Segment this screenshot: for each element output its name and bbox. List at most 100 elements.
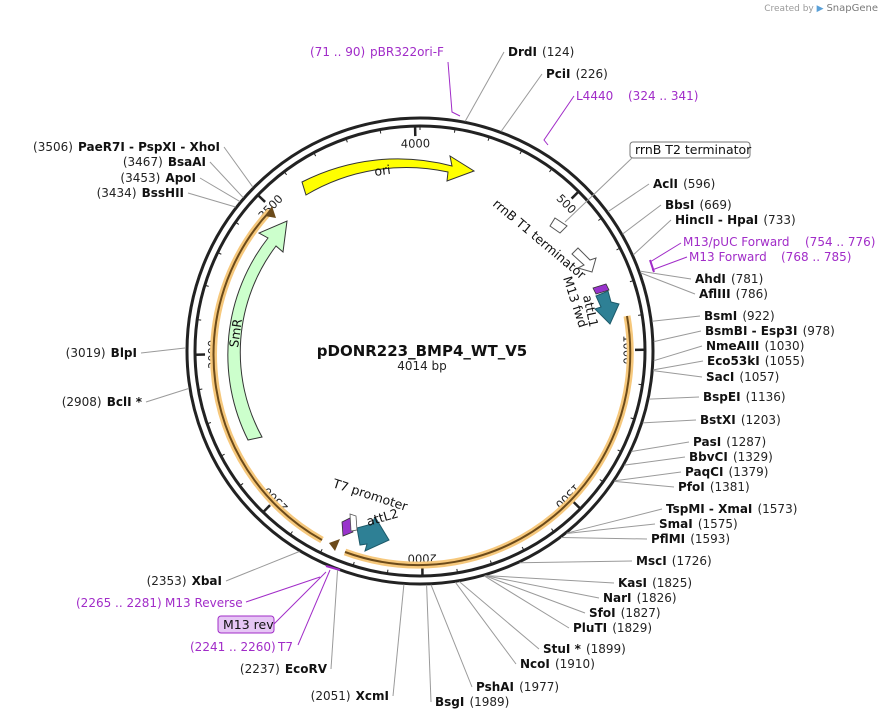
- restriction-site[interactable]: BspEI (1136): [648, 386, 786, 405]
- restriction-site[interactable]: (2051) XcmI: [311, 584, 405, 704]
- primer-pos: (71 .. 90): [310, 45, 365, 59]
- tick-major: [257, 194, 266, 203]
- site-name: MscI: [636, 554, 667, 568]
- restriction-site[interactable]: PshAI (1977): [430, 584, 559, 695]
- site-name: HincII - HpaI: [675, 213, 758, 227]
- primer-pos: (324 .. 341): [628, 89, 698, 103]
- restriction-site[interactable]: (2908) BclI *: [62, 387, 190, 410]
- tick-minor: [638, 383, 643, 386]
- primer-m13-reverse[interactable]: (2265 .. 2281) M13 Reverse: [76, 576, 321, 610]
- site-label: (3019) BlpI: [66, 342, 137, 361]
- site-label: StuI * (1899): [543, 638, 626, 657]
- site-name: BsmBI - Esp3I: [705, 324, 797, 338]
- site-position: (2051): [311, 689, 351, 703]
- tick-minor: [235, 221, 240, 225]
- tick-major: [262, 504, 271, 514]
- restriction-site[interactable]: NmeAIII (1030): [653, 335, 805, 362]
- insert-arc-left-core: [212, 210, 323, 541]
- restriction-site[interactable]: SmaI (1575): [566, 513, 738, 535]
- site-label: KasI (1825): [618, 572, 692, 591]
- tick-minor: [204, 284, 209, 287]
- site-label: PciI (226): [546, 63, 608, 82]
- restriction-site[interactable]: (2353) XbaI: [147, 551, 300, 589]
- restriction-site[interactable]: AflIII (786): [640, 272, 768, 302]
- site-position: (3467): [123, 155, 163, 169]
- restriction-site[interactable]: DrdI (124): [464, 41, 574, 122]
- restriction-site[interactable]: PciI (226): [500, 63, 608, 132]
- restriction-site[interactable]: (3506) PaeR7I - PspXI - XhoI: [33, 136, 254, 188]
- tick-minor: [386, 569, 389, 574]
- restriction-site[interactable]: NarI (1826): [485, 575, 677, 606]
- site-position: (2353): [147, 574, 187, 588]
- site-label: (2908) BclI *: [62, 391, 143, 410]
- m13-fwd-feature: [592, 283, 610, 295]
- site-label: BbsI (669): [665, 194, 732, 213]
- restriction-site[interactable]: Eco53kI (1055): [653, 350, 805, 371]
- restriction-site[interactable]: BsmI (922): [652, 305, 775, 324]
- primer-t7[interactable]: (2241 .. 2260) T7: [190, 569, 331, 654]
- site-leader: [223, 146, 254, 188]
- site-name: TspMI - XmaI: [666, 502, 752, 516]
- primer-mark-bottom: [325, 565, 341, 571]
- restriction-site[interactable]: BbvCI (1329): [624, 446, 773, 466]
- site-leader: [426, 584, 432, 703]
- site-leader: [500, 73, 543, 132]
- tick-minor: [352, 561, 355, 566]
- restriction-site[interactable]: PasI (1287): [631, 431, 766, 452]
- restriction-site[interactable]: (3019) BlpI: [66, 342, 187, 361]
- site-leader: [145, 387, 190, 403]
- restriction-site[interactable]: SfoI (1827): [484, 575, 661, 621]
- restriction-site[interactable]: BstXI (1203): [642, 409, 781, 428]
- site-label: (3453) ApoI: [120, 167, 196, 186]
- site-name: BspEI: [703, 390, 741, 404]
- primer-m13-puc-forward[interactable]: M13/pUC Forward (754 .. 776): [683, 235, 875, 249]
- insert-arc-right-core: [344, 315, 632, 567]
- tick-minor: [638, 314, 643, 316]
- restriction-site[interactable]: BsgI (1989): [426, 584, 510, 710]
- restriction-site[interactable]: StuI * (1899): [459, 581, 626, 657]
- restriction-site[interactable]: (2237) EcoRV: [240, 569, 339, 677]
- tick-minor: [598, 217, 602, 221]
- rrnb-t2-leader: [564, 157, 633, 223]
- site-position: (1575): [698, 517, 738, 531]
- restriction-site[interactable]: PfoI (1381): [614, 476, 750, 495]
- site-name: XbaI: [192, 574, 222, 588]
- primer-m13-rev[interactable]: M13 rev: [217, 571, 327, 634]
- logo-name: SnapGene: [826, 3, 878, 14]
- restriction-site[interactable]: (3453) ApoI: [120, 167, 241, 203]
- restriction-site[interactable]: PaqCI (1379): [614, 461, 769, 482]
- tick-minor: [630, 417, 635, 420]
- site-position: (1977): [519, 680, 559, 694]
- restriction-site[interactable]: BbsI (669): [622, 194, 732, 235]
- primer-l4440[interactable]: L4440 (324 .. 341): [543, 89, 698, 146]
- site-name: AhdI: [695, 272, 726, 286]
- restriction-site[interactable]: PflMI (1593): [561, 528, 730, 547]
- site-name: DrdI: [508, 45, 537, 59]
- site-leader: [330, 569, 339, 670]
- primer-m13-forward[interactable]: M13 Forward (768 .. 785): [649, 242, 851, 273]
- primer-name: M13/pUC Forward: [683, 235, 790, 249]
- restriction-site[interactable]: PluTI (1829): [484, 575, 652, 636]
- site-leader: [566, 508, 663, 534]
- site-position: (1287): [726, 435, 766, 449]
- primer-pbr322ori-f[interactable]: (71 .. 90) pBR322ori-F: [310, 45, 461, 117]
- site-label: BsmBI - Esp3I (978): [705, 320, 835, 339]
- rrnb-t2-label-box: [629, 141, 751, 159]
- restriction-site[interactable]: AhdI (781): [639, 268, 763, 287]
- restriction-site[interactable]: HincII - HpaI (733): [632, 209, 796, 256]
- site-leader: [392, 584, 405, 697]
- restriction-site[interactable]: AclI (596): [607, 173, 715, 213]
- site-leader: [454, 582, 517, 665]
- restriction-site[interactable]: SacI (1057): [653, 366, 779, 385]
- restriction-site[interactable]: NcoI (1910): [454, 582, 595, 672]
- site-label: (2051) XcmI: [311, 685, 389, 704]
- site-label: MscI (1726): [636, 550, 712, 569]
- restriction-site[interactable]: MscI (1726): [519, 550, 712, 569]
- restriction-site[interactable]: BsmBI - Esp3I (978): [653, 320, 835, 343]
- restriction-site[interactable]: KasI (1825): [485, 572, 692, 591]
- restriction-site[interactable]: (3467) BsaAI: [123, 151, 244, 199]
- restriction-site[interactable]: TspMI - XmaI (1573): [566, 498, 797, 534]
- restriction-site[interactable]: (3434) BssHII: [97, 182, 236, 208]
- site-leader: [430, 584, 473, 688]
- smr-feature: [227, 220, 288, 441]
